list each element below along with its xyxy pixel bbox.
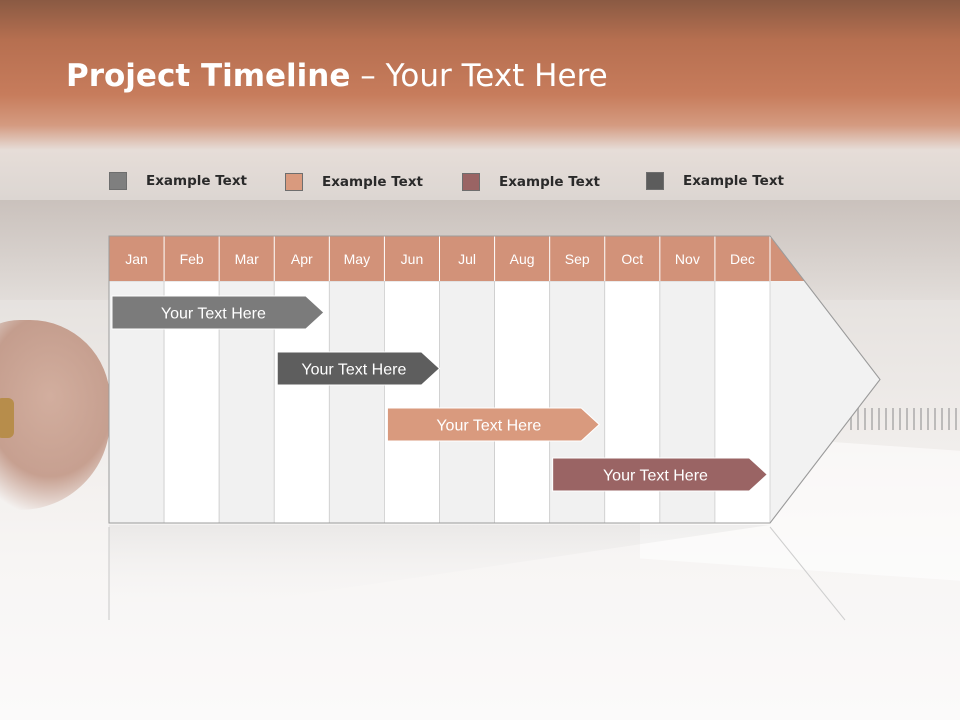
- task-bar-4: [552, 457, 768, 492]
- month-label-mar: Mar: [235, 251, 259, 267]
- legend-item-2: Example Text: [285, 172, 423, 192]
- month-label-may: May: [344, 251, 370, 267]
- page-title-rest: – Your Text Here: [350, 58, 608, 94]
- legend-label-3: Example Text: [499, 174, 600, 190]
- legend-swatch-2: [285, 173, 303, 191]
- task-bar-label-2: Your Text Here: [301, 362, 406, 379]
- month-label-jun: Jun: [401, 251, 424, 267]
- task-bar-label-1: Your Text Here: [161, 306, 266, 323]
- legend-label-1: Example Text: [146, 173, 247, 189]
- timeline-header: Jan Feb Mar Apr May Jun Jul Aug Sep Oct Nov Dec: [108, 235, 881, 524]
- month-label-jan: Jan: [125, 251, 148, 267]
- page-title: Project Timeline – Your Text Here: [66, 58, 608, 94]
- month-label-jul: Jul: [458, 251, 476, 267]
- timeline-reflection: [109, 525, 770, 623]
- timeline-outline: [108, 235, 881, 524]
- legend-item-3: Example Text: [462, 172, 600, 192]
- task-bar-2: [276, 351, 441, 386]
- month-column: [384, 280, 440, 524]
- month-label-aug: Aug: [510, 251, 535, 267]
- task-bar-label-3: Your Text Here: [436, 418, 541, 435]
- month-label-dec: Dec: [730, 251, 755, 267]
- month-label-oct: Oct: [621, 251, 643, 267]
- timeline-reflection-edge: [769, 526, 846, 621]
- legend-item-4: Example Text: [646, 171, 784, 191]
- month-label-sep: Sep: [565, 251, 590, 267]
- month-label-feb: Feb: [180, 251, 204, 267]
- month-label-nov: Nov: [675, 251, 700, 267]
- month-label-apr: Apr: [291, 251, 313, 267]
- legend-item-1: Example Text: [109, 171, 247, 191]
- month-column: [439, 280, 495, 524]
- legend-swatch-1: [109, 172, 127, 190]
- legend-swatch-3: [462, 173, 480, 191]
- timeline-header-band: [109, 236, 805, 281]
- month-column: [328, 280, 385, 524]
- legend-label-4: Example Text: [683, 173, 784, 189]
- month-column: [494, 280, 551, 524]
- task-bar-3: [386, 407, 600, 442]
- page-title-bold: Project Timeline: [66, 58, 351, 94]
- task-bar-label-4: Your Text Here: [603, 468, 708, 485]
- task-bar-1: [111, 295, 325, 330]
- legend-label-2: Example Text: [322, 174, 423, 190]
- legend-swatch-4: [646, 172, 664, 190]
